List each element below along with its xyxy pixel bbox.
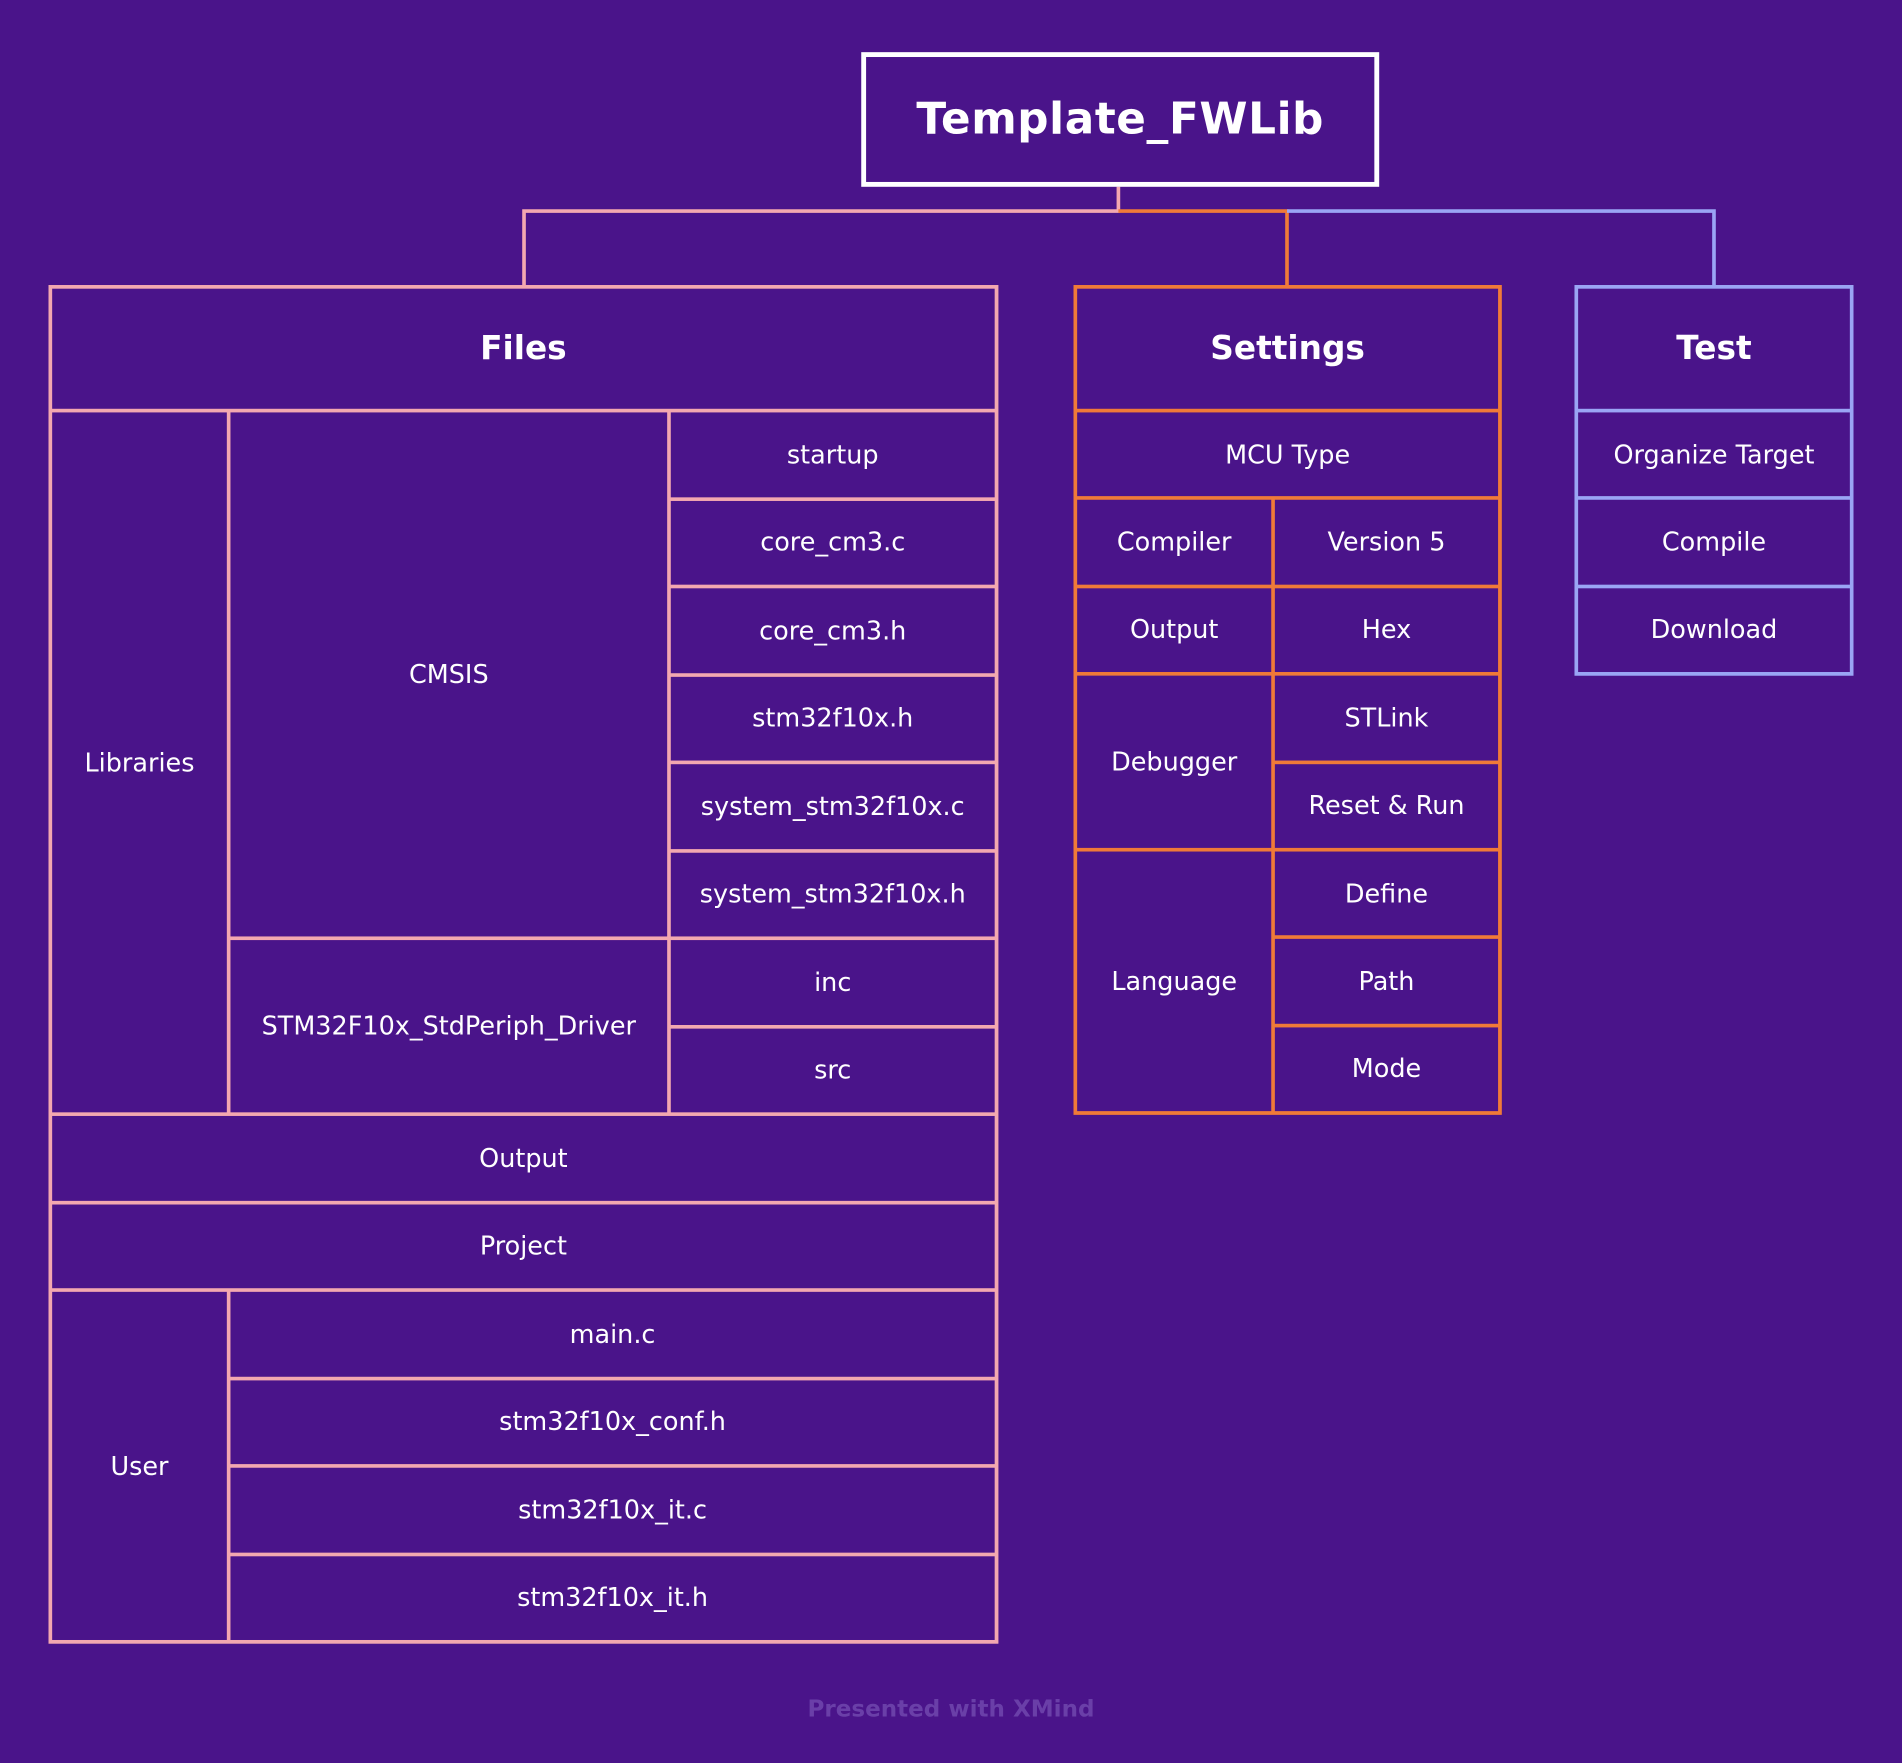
- test-item-compile[interactable]: Compile: [1578, 500, 1850, 585]
- files-title[interactable]: Files: [52, 288, 995, 409]
- cmsis-item-core-cm3-h[interactable]: core_cm3.h: [670, 588, 995, 673]
- cmsis-item-startup[interactable]: startup: [670, 412, 995, 497]
- debugger-item-stlink[interactable]: STLink: [1274, 675, 1499, 760]
- cmsis-topic[interactable]: CMSIS: [230, 412, 668, 937]
- test-item-organize-target[interactable]: Organize Target: [1578, 412, 1850, 497]
- driver-item-inc[interactable]: inc: [670, 940, 995, 1025]
- user-topic[interactable]: User: [52, 1291, 227, 1640]
- driver-topic[interactable]: STM32F10x_StdPeriph_Driver: [230, 940, 668, 1113]
- user-item-conf-h[interactable]: stm32f10x_conf.h: [230, 1379, 995, 1465]
- files-branch: Files Libraries CMSIS startup core_cm3.c…: [48, 285, 999, 1644]
- language-item-path[interactable]: Path: [1274, 939, 1499, 1024]
- language-item-mode[interactable]: Mode: [1274, 1026, 1499, 1112]
- user-item-it-c[interactable]: stm32f10x_it.c: [230, 1467, 995, 1553]
- connector-settings: [1118, 209, 1289, 286]
- output-topic[interactable]: Output: [52, 1115, 995, 1201]
- test-title[interactable]: Test: [1578, 288, 1850, 409]
- footer-credit: Presented with XMind: [807, 1695, 1095, 1723]
- user-item-main-c[interactable]: main.c: [230, 1291, 995, 1377]
- driver-item-src[interactable]: src: [670, 1028, 995, 1113]
- cmsis-item-stm32f10x-h[interactable]: stm32f10x.h: [670, 676, 995, 761]
- root-topic[interactable]: Template_FWLib: [861, 52, 1380, 187]
- language-topic[interactable]: Language: [1077, 851, 1272, 1112]
- connector-test: [1287, 209, 1716, 286]
- mcu-type-topic[interactable]: MCU Type: [1077, 412, 1499, 497]
- compiler-value[interactable]: Version 5: [1274, 500, 1499, 585]
- compiler-topic[interactable]: Compiler: [1077, 500, 1272, 585]
- test-item-download[interactable]: Download: [1578, 587, 1850, 673]
- project-topic[interactable]: Project: [52, 1203, 995, 1289]
- settings-title[interactable]: Settings: [1077, 288, 1499, 409]
- cmsis-item-system-c[interactable]: system_stm32f10x.c: [670, 764, 995, 849]
- cmsis-item-system-h[interactable]: system_stm32f10x.h: [670, 852, 995, 937]
- debugger-item-reset-run[interactable]: Reset & Run: [1274, 763, 1499, 848]
- cmsis-item-core-cm3-c[interactable]: core_cm3.c: [670, 500, 995, 585]
- settings-output-value[interactable]: Hex: [1274, 588, 1499, 673]
- settings-output-topic[interactable]: Output: [1077, 588, 1272, 673]
- libraries-topic[interactable]: Libraries: [52, 412, 227, 1113]
- debugger-topic[interactable]: Debugger: [1077, 675, 1272, 848]
- language-item-define[interactable]: Define: [1274, 851, 1499, 936]
- settings-branch: Settings MCU Type Compiler Version 5 Out…: [1073, 285, 1502, 1115]
- test-branch: Test Organize Target Compile Download: [1574, 285, 1854, 676]
- user-item-it-h[interactable]: stm32f10x_it.h: [230, 1555, 995, 1640]
- connector-files: [522, 186, 1121, 286]
